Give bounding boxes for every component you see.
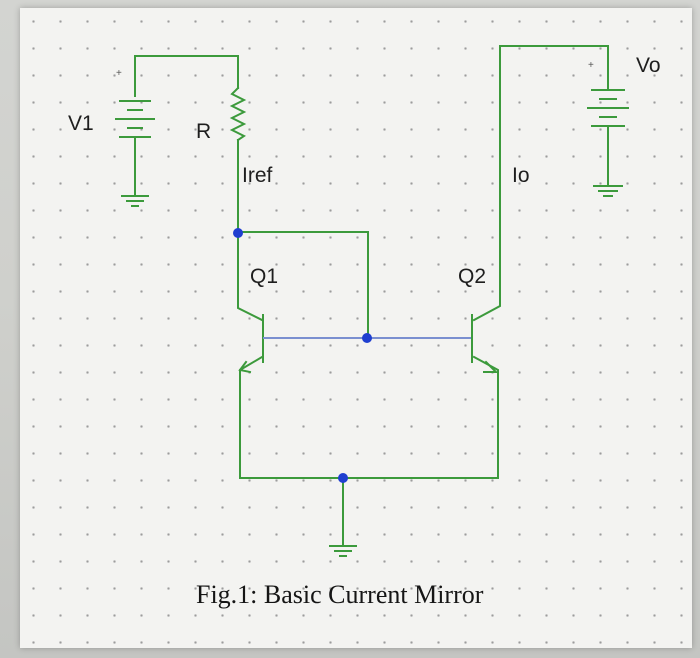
- schematic-sheet: [20, 8, 692, 648]
- node-base: [362, 333, 372, 343]
- vo-label: Vo: [636, 54, 661, 77]
- iref-label: Iref: [242, 164, 273, 187]
- q1-label: Q1: [250, 265, 278, 288]
- ground-symbol: [329, 477, 357, 557]
- v1-plus-label: +: [116, 68, 122, 79]
- v1-label: V1: [68, 112, 94, 135]
- r-label: R: [196, 120, 211, 143]
- vo-plus-label: +: [588, 60, 594, 71]
- v1-battery: [115, 55, 239, 207]
- resistor-r: [229, 86, 247, 142]
- q2-label: Q2: [458, 265, 486, 288]
- vo-battery: [587, 89, 629, 197]
- figure-caption: Fig.1: Basic Current Mirror: [196, 580, 484, 609]
- node-q1-collector: [233, 228, 243, 238]
- node-ground: [338, 473, 348, 483]
- io-label: Io: [512, 164, 530, 187]
